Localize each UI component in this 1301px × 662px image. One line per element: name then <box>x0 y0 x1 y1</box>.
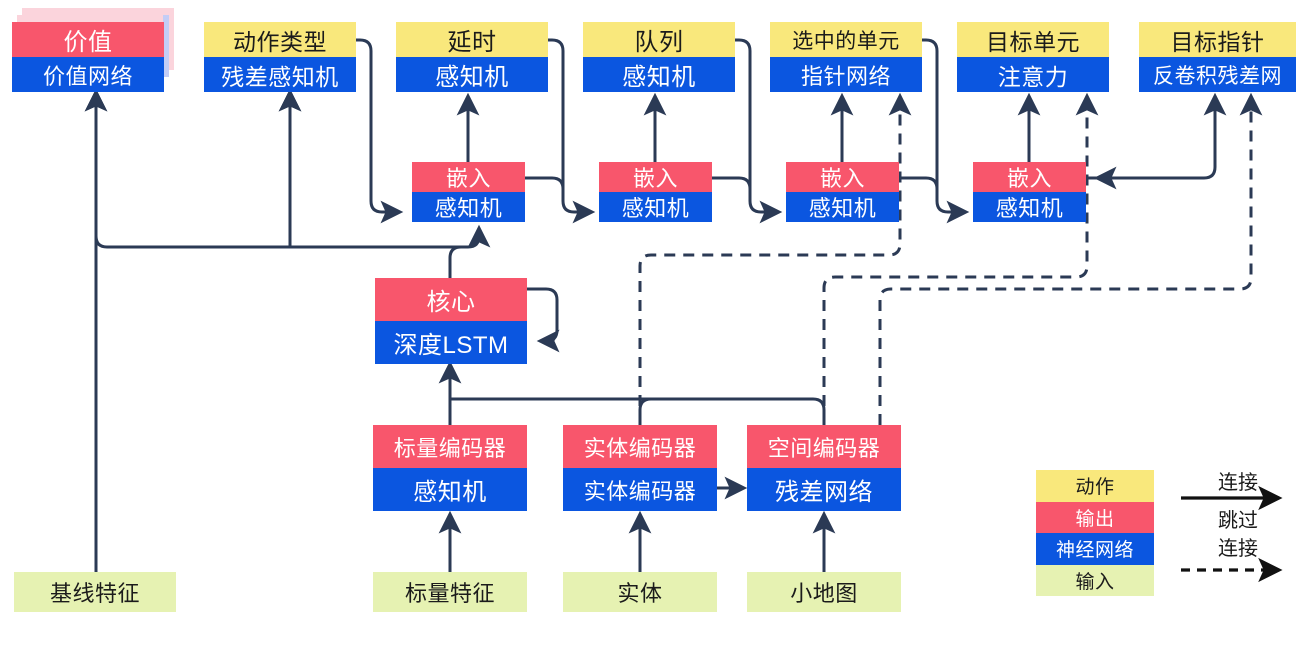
node-embed-1-bottom: 感知机 <box>412 192 525 222</box>
legend-label-connection: 连接 <box>1218 472 1258 494</box>
legend-label-skip-line1: 跳过 <box>1218 510 1258 532</box>
node-embed-3-bottom: 感知机 <box>786 192 899 222</box>
wire-embed3-to-embed4 <box>899 176 970 224</box>
legend-swatch-output: 输出 <box>1036 501 1154 533</box>
node-embed-2[interactable]: 嵌入 感知机 <box>599 162 712 222</box>
node-queue-bottom: 感知机 <box>583 57 735 92</box>
node-core[interactable]: 核心 深度LSTM <box>375 278 527 364</box>
wire-embed4-to-targetpoint <box>1086 92 1227 180</box>
node-core-bottom: 深度LSTM <box>375 321 527 364</box>
node-entities-label: 实体 <box>563 572 717 612</box>
node-embed-4-top: 嵌入 <box>973 162 1086 192</box>
node-scalar-features[interactable]: 标量特征 <box>373 572 527 612</box>
node-delay-top: 延时 <box>396 22 548 57</box>
skip-spatial-to-targetpoint <box>878 92 1263 425</box>
wire-entityenc-up <box>450 397 653 425</box>
legend-swatch-input: 输入 <box>1036 564 1154 596</box>
node-target-point[interactable]: 目标指针 反卷积残差网 <box>1139 22 1296 92</box>
skip-minimap-to-targetunit <box>822 92 1099 425</box>
node-target-unit-top: 目标单元 <box>957 22 1109 57</box>
node-action-type[interactable]: 动作类型 残差感知机 <box>204 22 356 92</box>
node-embed-1-top: 嵌入 <box>412 162 525 192</box>
node-queue[interactable]: 队列 感知机 <box>583 22 735 92</box>
node-scalar-features-label: 标量特征 <box>373 572 527 612</box>
wire-core-self-loop <box>527 287 560 353</box>
node-target-point-top: 目标指针 <box>1139 22 1296 57</box>
legend-label-skip-line2: 连接 <box>1218 538 1258 560</box>
legend-swatch-action: 动作 <box>1036 470 1154 502</box>
skip-entities-to-selectedunits <box>638 92 912 425</box>
node-value[interactable]: 价值 价值网络 <box>12 22 164 92</box>
node-spatial-encoder-top: 空间编码器 <box>747 425 901 468</box>
node-entities[interactable]: 实体 <box>563 572 717 612</box>
wire-embed2-to-embed3 <box>712 176 783 224</box>
node-target-unit-bottom: 注意力 <box>957 57 1109 92</box>
node-value-bottom: 价值网络 <box>12 57 164 92</box>
node-selected-units-top: 选中的单元 <box>770 22 922 57</box>
node-selected-units-bottom: 指针网络 <box>770 57 922 92</box>
node-entity-encoder[interactable]: 实体编码器 实体编码器 <box>563 425 717 511</box>
node-delay[interactable]: 延时 感知机 <box>396 22 548 92</box>
legend-swatches: 动作 输出 神经网络 输入 <box>1036 470 1154 596</box>
node-scalar-encoder-top: 标量编码器 <box>373 425 527 468</box>
node-spatial-encoder[interactable]: 空间编码器 残差网络 <box>747 425 901 511</box>
node-delay-bottom: 感知机 <box>396 57 548 92</box>
node-embed-3-top: 嵌入 <box>786 162 899 192</box>
node-minimap-label: 小地图 <box>747 572 901 612</box>
node-target-point-bottom: 反卷积残差网 <box>1139 57 1296 92</box>
node-action-type-bottom: 残差感知机 <box>204 57 356 92</box>
node-embed-1[interactable]: 嵌入 感知机 <box>412 162 525 222</box>
node-embed-4[interactable]: 嵌入 感知机 <box>973 162 1086 222</box>
node-queue-top: 队列 <box>583 22 735 57</box>
node-selected-units[interactable]: 选中的单元 指针网络 <box>770 22 922 92</box>
legend-arrow-glyphs <box>1181 485 1283 583</box>
node-entity-encoder-top: 实体编码器 <box>563 425 717 468</box>
node-target-unit[interactable]: 目标单元 注意力 <box>957 22 1109 92</box>
node-embed-2-top: 嵌入 <box>599 162 712 192</box>
wire-embed1-to-embed2 <box>525 176 596 224</box>
node-embed-2-bottom: 感知机 <box>599 192 712 222</box>
wire-core-to-embed1 <box>467 224 491 249</box>
node-spatial-encoder-bottom: 残差网络 <box>747 468 901 511</box>
node-core-top: 核心 <box>375 278 527 321</box>
node-scalar-encoder[interactable]: 标量编码器 感知机 <box>373 425 527 511</box>
legend-swatch-network: 神经网络 <box>1036 533 1154 565</box>
legend-arrow-key: 连接 跳过 连接 <box>1175 466 1301 600</box>
node-entity-encoder-bottom: 实体编码器 <box>563 468 717 511</box>
node-scalar-encoder-bottom: 感知机 <box>373 468 527 511</box>
node-baseline-features-label: 基线特征 <box>14 572 176 612</box>
node-value-top: 价值 <box>12 22 164 57</box>
node-embed-3[interactable]: 嵌入 感知机 <box>786 162 899 222</box>
node-embed-4-bottom: 感知机 <box>973 192 1086 222</box>
node-action-type-top: 动作类型 <box>204 22 356 57</box>
node-baseline-features[interactable]: 基线特征 <box>14 572 176 612</box>
wire-spatialenc-up <box>450 397 826 425</box>
node-minimap[interactable]: 小地图 <box>747 572 901 612</box>
wire-core-up <box>448 245 468 278</box>
